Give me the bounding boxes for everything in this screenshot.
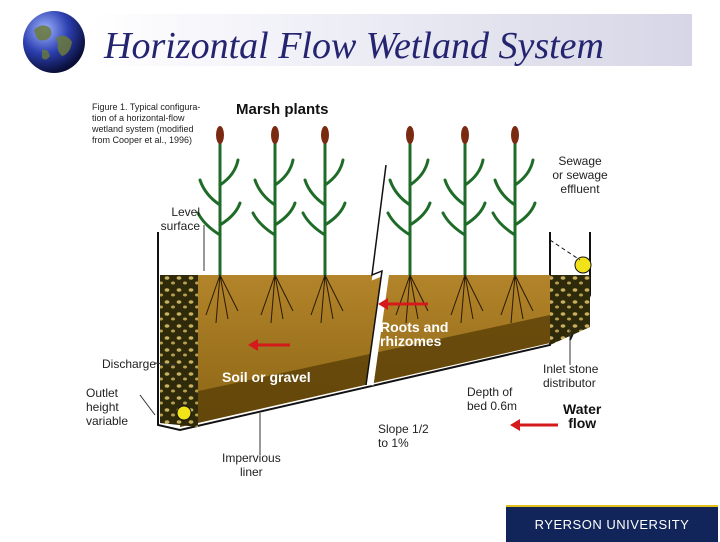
label-water-flow: Water flow — [563, 401, 602, 431]
label-slope: Slope 1/2 to 1% — [378, 422, 429, 450]
inlet-pipe — [574, 256, 592, 274]
label-impervious-liner: Impervious liner — [222, 451, 281, 479]
marsh-plant-group — [196, 138, 537, 277]
label-inlet-distributor: Inlet stone distributor — [543, 362, 599, 390]
roots — [205, 274, 534, 324]
label-bed-depth: Depth of bed 0.6m — [467, 385, 518, 413]
label-marsh-plants: Marsh plants — [236, 101, 329, 118]
title-band — [92, 14, 692, 66]
soil-base — [180, 315, 550, 427]
inlet-gravel — [550, 275, 590, 345]
label-roots: Roots and rhizomes — [380, 319, 449, 349]
label-outlet-height: Outlet height variable — [86, 386, 129, 428]
label-discharge: Discharge — [102, 357, 157, 371]
label-soil-gravel: Soil or gravel — [222, 369, 311, 385]
flow-arrows — [248, 298, 558, 431]
sewage-inflow — [549, 239, 581, 261]
label-level-surface: Level surface — [160, 205, 200, 233]
break-line-edge — [365, 164, 387, 386]
figure-caption: Figure 1. Typical configura- tion of a h… — [92, 102, 201, 145]
leader-lines — [139, 225, 571, 455]
label-sewage: Sewage or sewage effluent — [552, 154, 608, 196]
outlet-gravel — [160, 275, 198, 427]
outlet-pipe — [176, 405, 192, 421]
wetland-diagram — [139, 126, 592, 455]
ryerson-logo: RYERSON UNIVERSITY — [506, 505, 718, 542]
slide-title: Horizontal Flow Wetland System — [104, 25, 604, 67]
globe-icon — [23, 11, 85, 73]
seed-heads — [216, 126, 519, 144]
